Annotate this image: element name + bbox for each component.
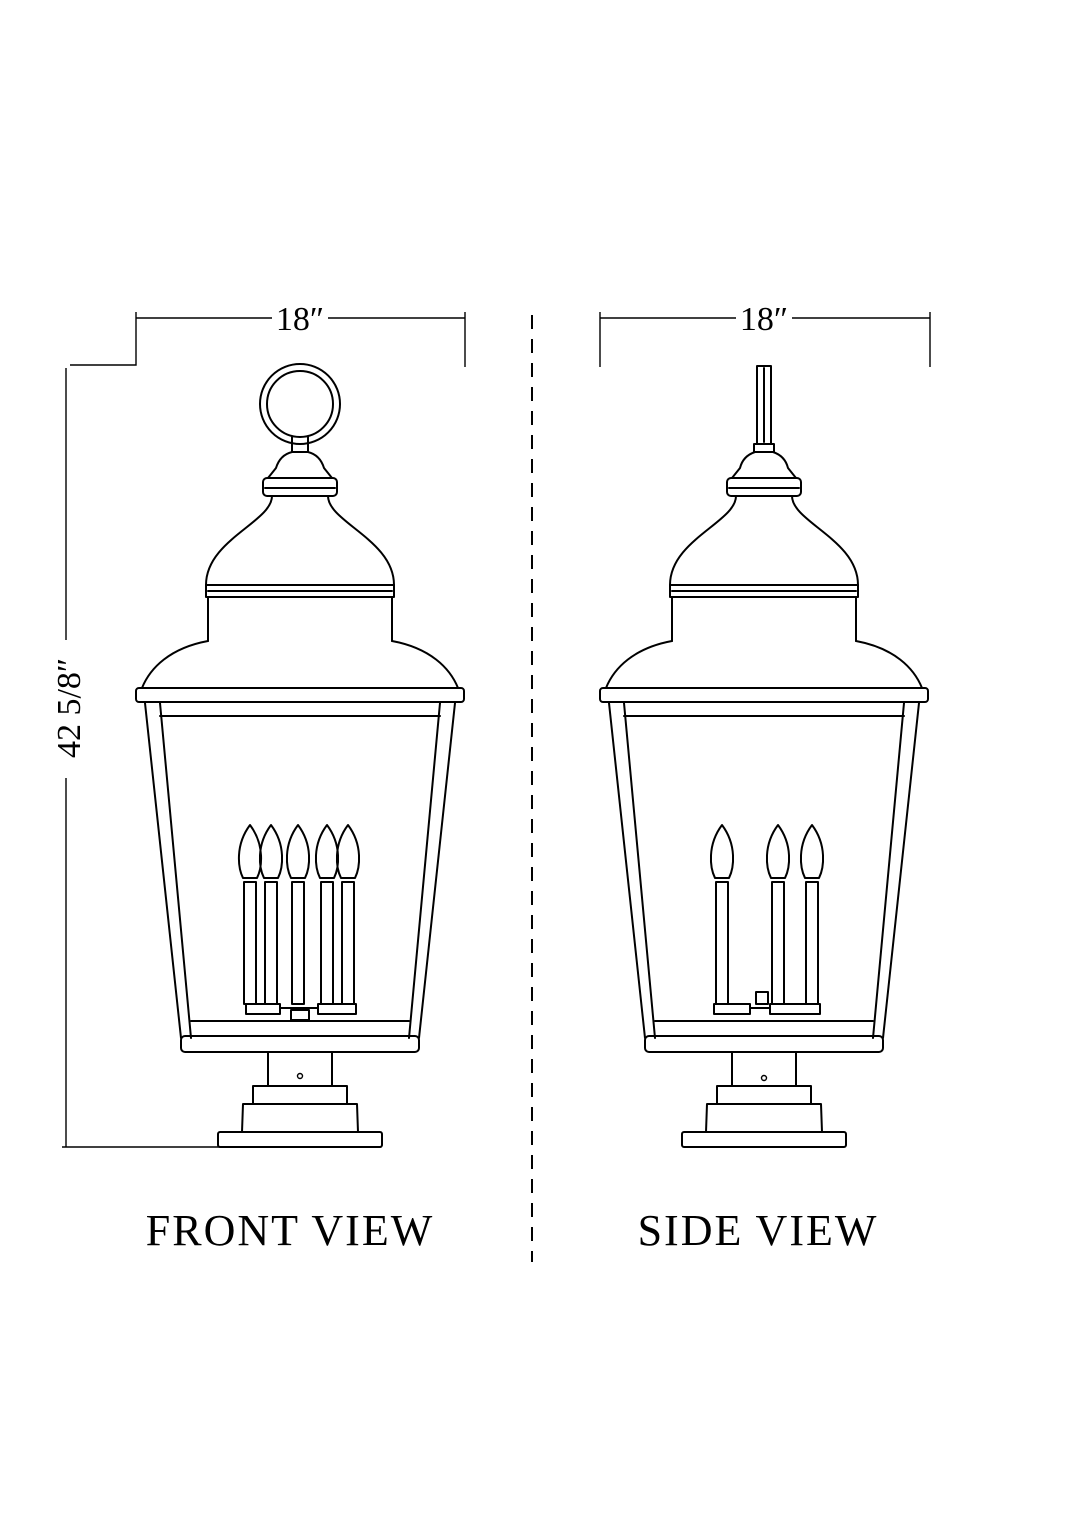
front-candle-cluster (238, 824, 360, 1021)
side-width-dimension: 18″ (599, 301, 931, 367)
side-candle-cluster (710, 824, 824, 1015)
side-view-label: SIDE VIEW (638, 1206, 879, 1255)
height-label: 42 5/8″ (51, 658, 88, 758)
side-width-label: 18″ (740, 301, 788, 338)
side-view-lantern (599, 365, 929, 1148)
front-view-label: FRONT VIEW (146, 1206, 435, 1255)
height-dimension: 42 5/8″ (51, 368, 222, 1148)
front-width-label: 18″ (276, 301, 324, 338)
front-view-lantern (135, 363, 465, 1148)
front-width-dimension: 18″ (70, 301, 466, 367)
